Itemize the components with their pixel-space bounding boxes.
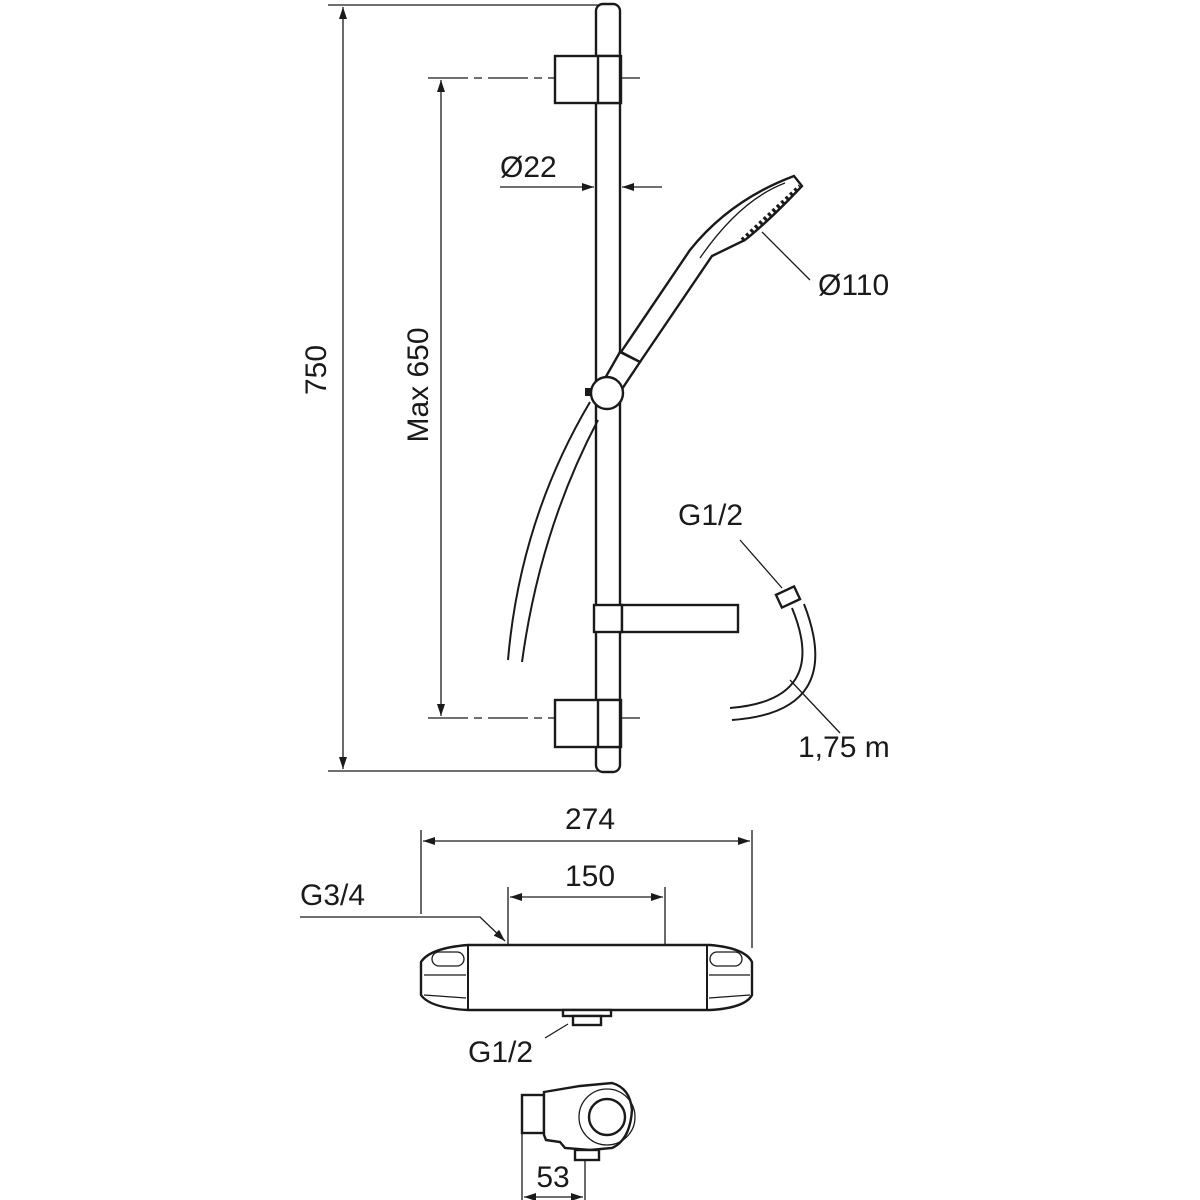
label-hose-length: 1,75 m [798, 731, 890, 764]
label-150: 150 [565, 860, 615, 893]
label-hose-g12: G1/2 [678, 499, 743, 532]
loose-hose: G1/2 1,75 m [678, 499, 890, 764]
label-diameter-110: Ø110 [818, 269, 889, 302]
label-274: 274 [565, 803, 615, 836]
label-750: 750 [300, 345, 333, 395]
label-g34: G3/4 [300, 879, 365, 912]
label-diameter-22: Ø22 [500, 151, 557, 184]
slide-range-dimension: Max 650 [402, 77, 640, 719]
mixer-width-dimension: 274 [420, 803, 753, 948]
mixer-side-view: 53 [520, 1081, 636, 1200]
label-53: 53 [536, 1161, 569, 1194]
label-max-650: Max 650 [402, 327, 435, 442]
slider-knob [589, 375, 625, 411]
shower-hose [507, 401, 599, 663]
height-750-dimension: 750 [300, 4, 598, 772]
inlet-thread-callout: G3/4 [300, 879, 506, 942]
handshower: Ø110 [585, 174, 889, 411]
soap-dish-clamp [592, 603, 624, 634]
rail-diameter-dimension: Ø22 [500, 151, 662, 191]
thermostatic-mixer: G1/2 [419, 943, 754, 1069]
mixer-centre-dimension: 150 [507, 860, 666, 945]
shower-rail [553, 2, 740, 774]
label-outlet-g12: G1/2 [468, 1036, 533, 1069]
soap-dish [620, 603, 740, 634]
